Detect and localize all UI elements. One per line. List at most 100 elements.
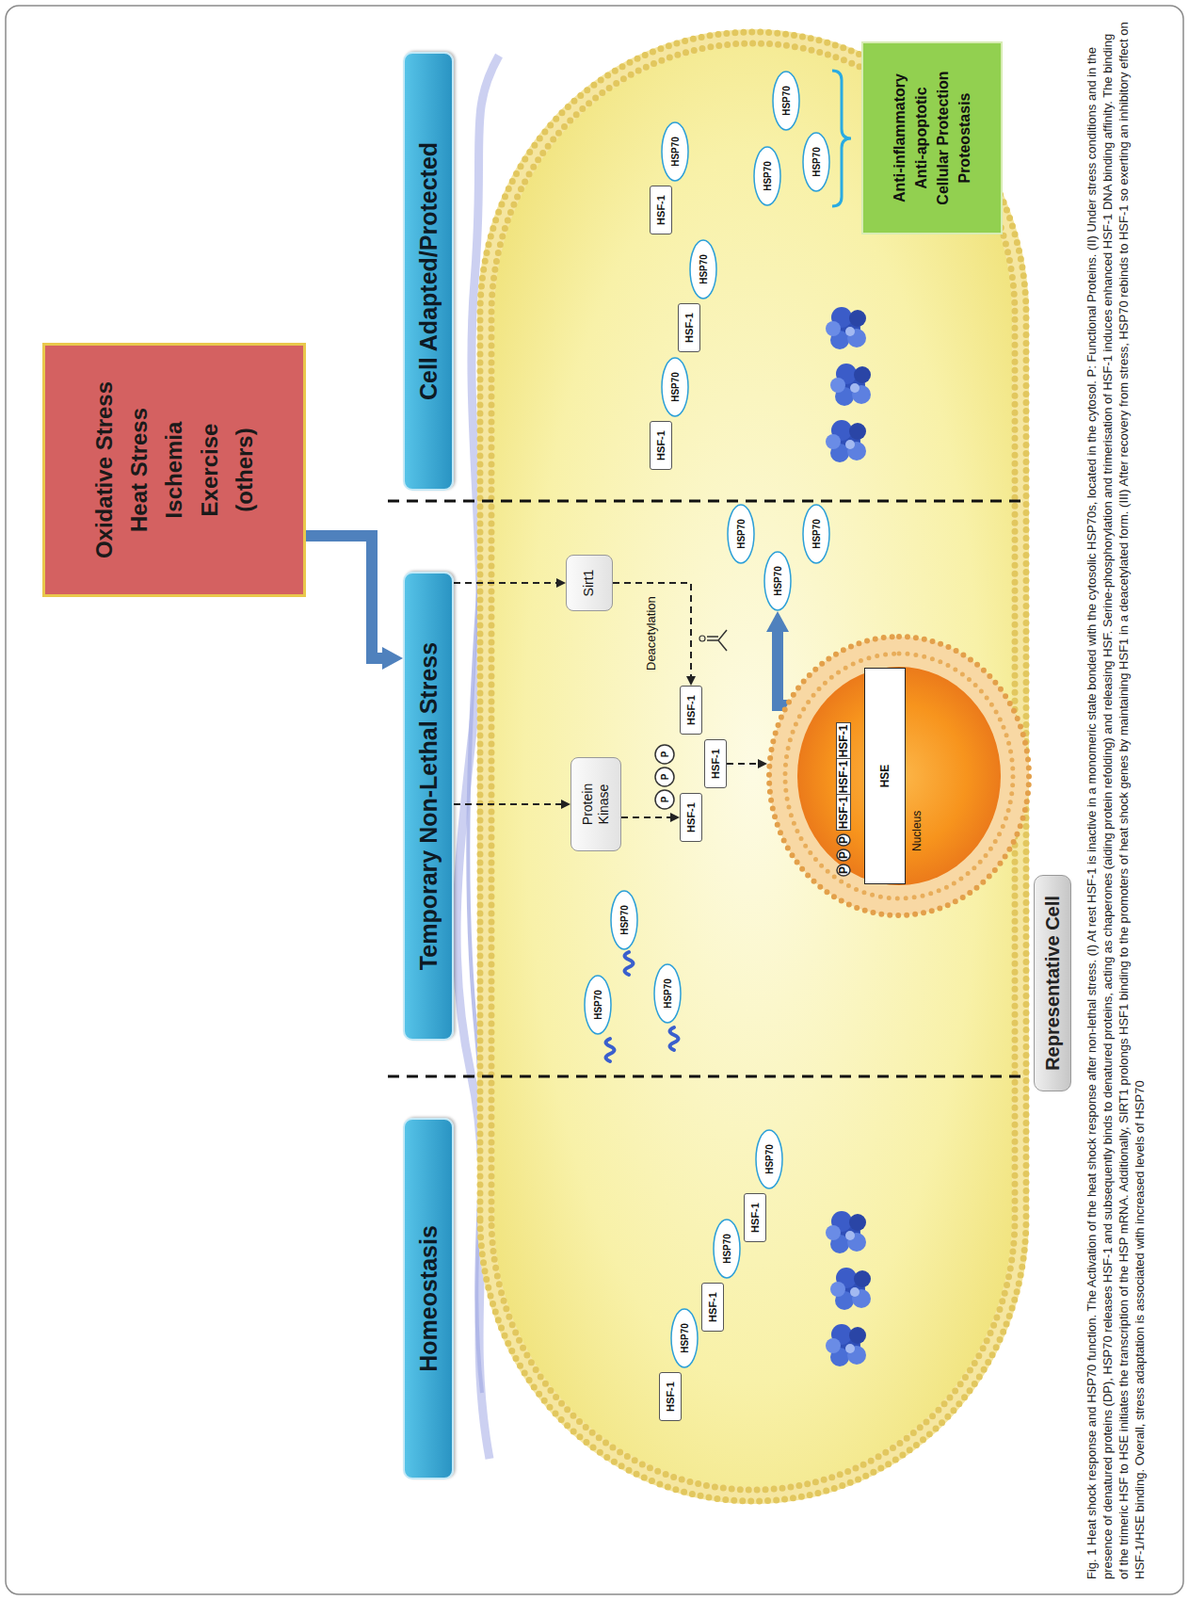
node-text: HSF-1: [683, 306, 695, 349]
node-text: Heat Stress: [121, 353, 157, 586]
ellipse-shape: [690, 240, 717, 299]
hsf1-box: HSF-1: [677, 303, 701, 353]
hsp70-ellipse: HSP70: [660, 121, 690, 182]
denatured-protein: [625, 951, 634, 975]
ellipse-shape: [610, 890, 638, 949]
text-holder: HSF-1: [664, 1375, 676, 1417]
membrane-lipid: [491, 43, 1015, 1490]
text-holder: HSP70: [679, 1319, 691, 1356]
text-holder: HSF-1: [655, 189, 667, 231]
dashed-arrow: [453, 581, 557, 584]
functional-protein: [825, 419, 867, 463]
node-text: HSF-1: [836, 760, 851, 794]
node-text: HSF-1: [655, 189, 667, 231]
node-text: HSP70: [736, 515, 747, 552]
node-text: HSP70: [762, 158, 773, 194]
hsp70-ellipse: HSP70: [753, 145, 782, 207]
hsf1-box: HSF-1: [835, 794, 852, 832]
hse-box: HSE: [864, 667, 906, 884]
functional-protein: [825, 1210, 867, 1254]
node-text: HSP70: [811, 144, 822, 180]
denatured-protein: [670, 1027, 679, 1050]
stage-divider: [387, 1075, 1027, 1078]
text-holder: Anti-inflammatoryAnti-apoptoticCellular …: [888, 48, 977, 228]
node-text: Protein Kinase: [579, 763, 613, 845]
text-holder: HSF-1: [685, 689, 697, 731]
hsp70-ellipse: HSP70: [653, 963, 682, 1024]
text-holder: Cell Adapted/Protected: [415, 63, 443, 480]
ellipse-shape: [755, 1129, 783, 1189]
ellipse-shape: [671, 1308, 698, 1367]
text-holder: HSP70: [698, 251, 709, 288]
node-text: P: [659, 791, 671, 807]
figure-caption: Fig. 1 Heat shock response and HSP70 fun…: [1084, 20, 1149, 1579]
stage-label: Cell Adapted/Protected: [402, 51, 454, 491]
text-holder: HSP70: [619, 901, 630, 938]
node-text: HSP70: [670, 369, 681, 405]
node-text: (others): [226, 353, 262, 586]
node-text: HSP70: [662, 975, 674, 1012]
hsp70-ellipse: HSP70: [771, 70, 801, 131]
node-text: Temporary Non-Lethal Stress: [415, 582, 443, 1029]
text-holder: HSP70: [662, 975, 674, 1012]
dashed-arrow: [726, 762, 758, 765]
node-text: Anti-apoptotic: [910, 48, 932, 228]
text-holder: HSP70: [811, 144, 822, 180]
text-holder: HSF-1: [655, 424, 667, 466]
text-holder: HSE: [878, 676, 892, 875]
node-text: HSF-1: [685, 796, 697, 838]
node-text: Exercise: [192, 353, 227, 586]
ellipse-shape: [803, 132, 830, 192]
hsp70-ellipse: HSP70: [610, 889, 639, 950]
ellipse-shape: [713, 1219, 740, 1278]
node-text: Anti-inflammatory: [888, 48, 911, 228]
dashed-arrow: [621, 816, 671, 819]
hsf1-box: HSF-1: [835, 723, 852, 760]
hsp70-ellipse: HSP70: [726, 503, 756, 564]
node-text: HSP70: [722, 1230, 733, 1267]
hsf1-box: HSF-1: [835, 758, 852, 796]
phosphate-circle: P: [654, 766, 675, 788]
functional-protein: [830, 1267, 871, 1310]
cell-label: Representative Cell: [1033, 874, 1072, 1092]
node-text: P: [836, 850, 851, 860]
ellipse-shape: [655, 744, 675, 764]
cell-body: [480, 32, 1027, 1501]
phosphate-circle: P: [654, 743, 675, 765]
node-text: HSP70: [772, 562, 784, 599]
node-text: Ischemia: [156, 353, 192, 586]
cell-membrane: [485, 37, 1021, 1495]
hsf1-box: HSF-1: [658, 1371, 682, 1421]
membrane-lipid: [480, 32, 1027, 1501]
nuclear-envelope: [769, 636, 1029, 916]
node-text: Cell Adapted/Protected: [415, 63, 443, 480]
ellipse-shape: [727, 504, 755, 563]
ellipse-shape: [661, 122, 689, 181]
nucleus: NucleusPPPHSF-1HSF-1HSF-1HSE: [767, 634, 1031, 917]
ellipse-shape: [654, 964, 681, 1023]
stressor-box: Oxidative StressHeat StressIschemiaExerc…: [42, 342, 306, 597]
functional-protein: [830, 363, 871, 406]
node-text: HSF-1: [706, 1285, 719, 1328]
text-holder: P: [836, 850, 851, 860]
nuclear-envelope: [785, 653, 1013, 899]
ellipse-shape: [584, 975, 611, 1034]
node-text: HSE: [878, 676, 892, 875]
text-holder: Representative Cell: [1042, 883, 1064, 1082]
text-holder: P: [836, 835, 851, 845]
node-text: Sirt1: [580, 560, 598, 606]
text-holder: HSF-1: [836, 760, 851, 794]
text-holder: Homeostasis: [415, 1128, 443, 1468]
text-holder: HSP70: [781, 82, 792, 119]
node-text: Representative Cell: [1042, 883, 1064, 1082]
hsp70-ellipse: HSP70: [670, 1307, 699, 1368]
stage-label: Homeostasis: [402, 1117, 454, 1479]
text-holder: Temporary Non-Lethal Stress: [415, 582, 443, 1029]
phosphate-circle: P: [835, 848, 852, 862]
hsp70-ellipse: HSP70: [763, 550, 792, 611]
ellipse-shape: [655, 789, 675, 809]
node-text: HSF-1: [664, 1375, 676, 1417]
text-holder: P: [659, 746, 671, 762]
text-holder: HSP70: [736, 515, 747, 552]
text-holder: HSP70: [811, 515, 822, 552]
